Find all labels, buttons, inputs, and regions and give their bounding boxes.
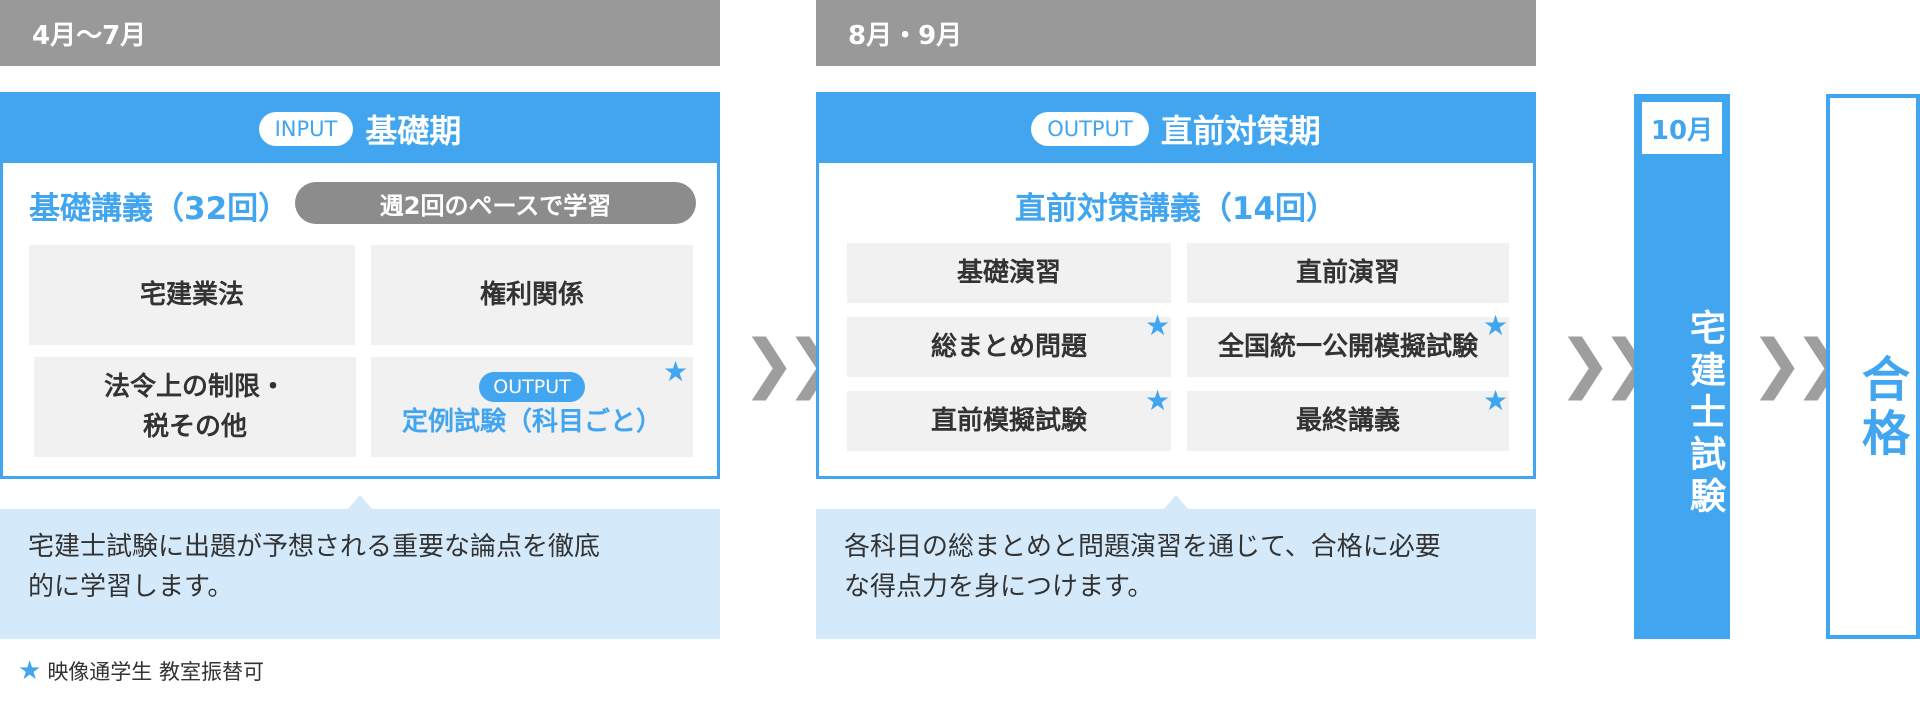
chevron-right-icon: ❯❯ [1558,327,1655,401]
pace-badge: 週2回のペースで学習 [295,182,696,224]
result-column: 合格 [1826,94,1920,639]
exam-month-badge: 10月 [1642,102,1722,154]
input-tag: INPUT [258,112,354,146]
box-label: 基礎演習 [956,258,1061,288]
phase1-header: INPUT 基礎期 [3,95,717,163]
star-icon: ★ [663,355,689,388]
desc-line-2: 的に学習します。 [28,572,234,602]
box-saishu-kogi: 最終講義 [1187,391,1509,451]
legend: ★ 映像通学生 教室振替可 [18,656,264,686]
box-takken-gyoho: 宅建業法 [29,245,355,345]
exam-column: 10月 宅建士試験 [1634,94,1730,639]
phase1-course-title: 基礎講義（32回） [29,191,290,227]
box-label: 全国統一公開模擬試験 [1217,332,1478,362]
box-zenkoku-moshi: 全国統一公開模擬試験 [1187,317,1509,377]
star-icon: ★ [18,656,42,686]
output-tag: OUTPUT [1031,112,1149,146]
legend-text: 映像通学生 教室振替可 [47,660,264,684]
phase2-panel: OUTPUT 直前対策期 直前対策講義（14回） 基礎演習 直前演習 総まとめ問… [816,92,1536,479]
exam-title: 宅建士試験 [1684,309,1725,519]
box-label: 宅建業法 [139,280,244,310]
box-label-line2: 税その他 [142,412,247,442]
box-chokuzen-moshi: 直前模擬試験 [847,391,1171,451]
phase2-description: 各科目の総まとめと問題演習を通じて、合格に必要 な得点力を身につけます。 [816,509,1536,639]
chevron-right-icon: ❯❯ [1750,327,1847,401]
period-label-2: 8月・9月 [848,20,963,51]
pace-text: 週2回のペースで学習 [379,191,612,220]
box-teirei-shiken: OUTPUT 定例試験（科目ごと） [371,357,693,457]
box-somatome-mondai: 総まとめ問題 [847,317,1171,377]
star-icon: ★ [1483,384,1509,417]
desc-line-1: 宅建士試験に出題が予想される重要な論点を徹底 [28,532,601,562]
output-tag: OUTPUT [479,372,585,402]
box-label: 直前模擬試験 [930,406,1087,436]
box-chokuzen-enshu: 直前演習 [1187,243,1509,303]
box-kenri-kankei: 権利関係 [371,245,693,345]
phase2-title: 直前対策期 [1160,112,1321,150]
phase1-title: 基礎期 [365,112,462,150]
box-kiso-enshu: 基礎演習 [847,243,1171,303]
phase2-header: OUTPUT 直前対策期 [819,95,1533,163]
period-bar-2: 8月・9月 [816,0,1536,66]
result-title: 合格 [1853,354,1909,462]
star-icon: ★ [1145,384,1171,417]
box-label: 権利関係 [479,280,584,310]
star-icon: ★ [1483,309,1509,342]
phase2-pointer [1164,495,1188,509]
phase1-description: 宅建士試験に出題が予想される重要な論点を徹底 的に学習します。 [0,509,720,639]
output-text: 定例試験（科目ごと） [401,407,662,437]
period-label-1: 4月〜7月 [32,20,147,51]
phase1-pointer [348,495,372,509]
box-label-line1: 法令上の制限・ [103,372,286,402]
desc-line-1: 各科目の総まとめと問題演習を通じて、合格に必要 [844,532,1441,562]
desc-line-2: な得点力を身につけます。 [844,572,1154,602]
box-label: 直前演習 [1295,258,1400,288]
exam-month: 10月 [1650,115,1714,146]
box-horei-seigen: 法令上の制限・ 税その他 [34,357,356,457]
box-label: 最終講義 [1295,406,1400,436]
phase1-panel: INPUT 基礎期 基礎講義（32回） 週2回のペースで学習 宅建業法 権利関係… [0,92,720,479]
phase2-course-title: 直前対策講義（14回） [1014,191,1338,227]
box-label: 総まとめ問題 [930,332,1087,362]
star-icon: ★ [1145,309,1171,342]
period-bar-1: 4月〜7月 [0,0,720,66]
